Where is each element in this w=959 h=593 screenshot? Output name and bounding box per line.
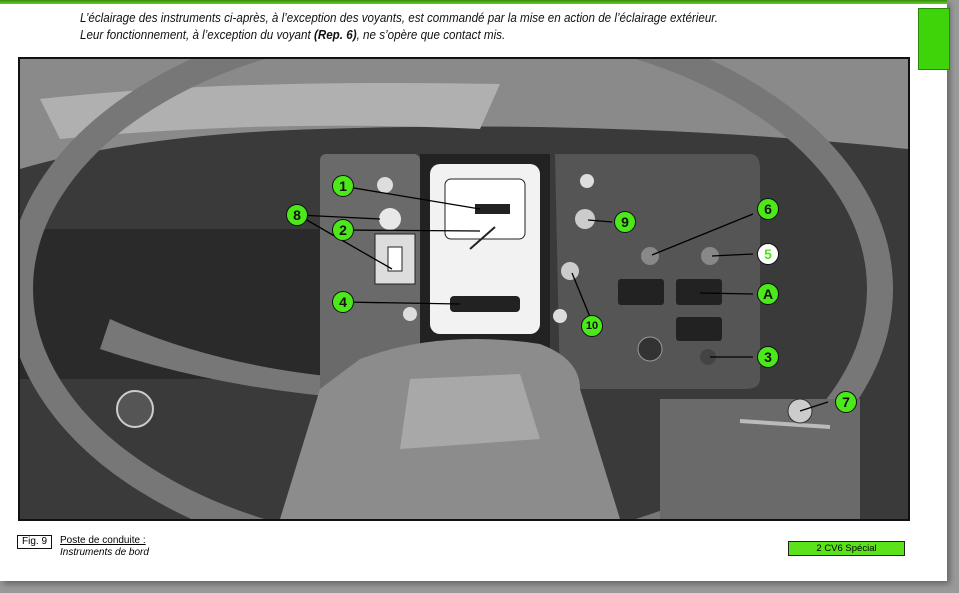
fuel-gauge (450, 296, 520, 312)
callout-6: 6 (757, 198, 779, 220)
top-green-rule (0, 0, 947, 4)
callout-3: 3 (757, 346, 779, 368)
lighting-knob (379, 208, 401, 230)
callout-4: 4 (332, 291, 354, 313)
callout-9: 9 (614, 211, 636, 233)
intro-line-2-pre: Leur fonctionnement, à l’exception du vo… (80, 28, 314, 42)
intro-rep-ref: (Rep. 6) (313, 28, 357, 42)
steering-wheel (20, 59, 893, 519)
figure-label: Fig. 9 (17, 535, 53, 549)
document-page: L’éclairage des instruments ci-après, à … (0, 0, 950, 581)
dashboard-illustration (20, 59, 908, 519)
callout-10: 10 (581, 315, 603, 337)
intro-line-2-post: , ne s’opère que contact mis. (356, 28, 506, 42)
section-tab (918, 8, 950, 70)
figure-caption-subtitle: Instruments de bord (60, 547, 149, 558)
intro-line-1: L’éclairage des instruments ci-après, à … (80, 11, 718, 25)
rheostat-switch (387, 246, 403, 272)
model-badge: 2 CV6 Spécial (788, 541, 905, 556)
callout-lines (297, 185, 829, 412)
callout-a: A (757, 283, 779, 305)
figure-caption-title: Poste de conduite : (60, 535, 146, 546)
callout-8: 8 (286, 204, 308, 226)
callout-5: 5 (757, 243, 779, 265)
speed-needle (469, 226, 496, 250)
intro-line-2: Leur fonctionnement, à l’exception du vo… (80, 27, 718, 44)
dashboard-photo: .co{position:absolute;width:20px;height:… (18, 57, 910, 521)
callout-7: 7 (835, 391, 857, 413)
callout-1: 1 (332, 175, 354, 197)
callout-2: 2 (332, 219, 354, 241)
odometer (475, 204, 510, 214)
intro-text: L’éclairage des instruments ci-après, à … (80, 10, 718, 44)
